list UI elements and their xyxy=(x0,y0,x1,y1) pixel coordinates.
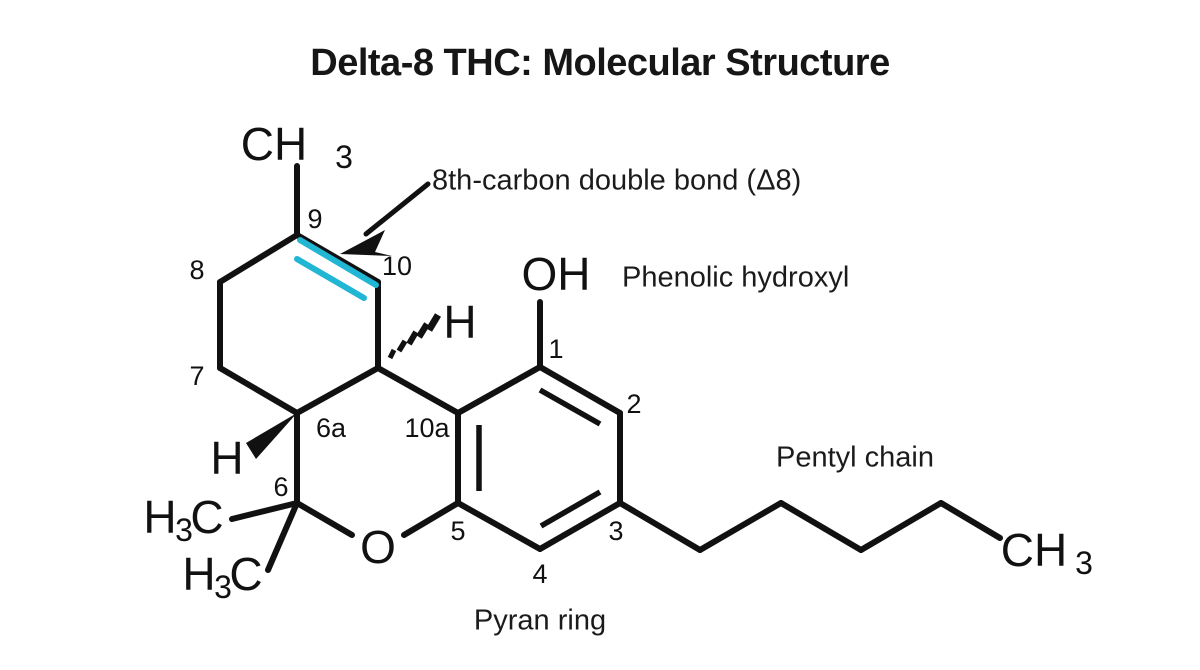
label-pentyl-terminal-subscript: 3 xyxy=(1075,545,1093,581)
annotation-pyran-ring: Pyran ring xyxy=(474,605,606,637)
gem-dimethyl-c6 xyxy=(229,500,300,573)
bond-c6-methyl-lower xyxy=(265,500,300,573)
locant-10a: 10a xyxy=(404,413,450,443)
bond-c4-c5 xyxy=(455,500,543,552)
page-title: Delta-8 THC: Molecular Structure xyxy=(310,42,890,84)
locant-5: 5 xyxy=(450,516,465,546)
annotation-pentyl-chain: Pentyl chain xyxy=(776,442,934,474)
locant-8: 8 xyxy=(189,255,204,285)
locant-4: 4 xyxy=(532,559,547,589)
bond-c10a-c1 xyxy=(455,364,543,416)
bond-c1-c2 xyxy=(537,364,623,416)
locant-3: 3 xyxy=(608,516,623,546)
label-gem-methyl-2-c: C xyxy=(229,548,262,600)
bond-oxygen-c5 xyxy=(401,500,461,538)
solid-wedge-h-6a xyxy=(246,413,297,459)
label-pentyl-terminal: CH xyxy=(1001,524,1067,576)
bond-pentyl-1 xyxy=(617,500,703,553)
locant-2: 2 xyxy=(626,389,641,419)
label-gem-methyl-1-h: H xyxy=(143,491,176,543)
locant-1: 1 xyxy=(548,334,563,364)
pentyl-chain xyxy=(617,500,1003,553)
pyran-ring xyxy=(294,365,461,538)
label-stereo-h-10a: H xyxy=(443,296,476,348)
delta8-annotation-arrow xyxy=(340,181,431,256)
bond-c6-oxygen xyxy=(294,500,355,538)
label-ring-oxygen: O xyxy=(360,521,396,573)
bond-c10a-junction xyxy=(375,365,461,416)
bond-pentyl-2 xyxy=(697,500,784,553)
locant-10: 10 xyxy=(382,251,412,281)
label-hydroxyl: OH xyxy=(522,248,591,300)
atom-text-labels: CH 3 OH H H H 3 C H 3 C O CH 3 xyxy=(143,118,1093,605)
label-stereo-h-6a: H xyxy=(210,432,243,484)
highlighted-double-bond-delta8 xyxy=(294,237,379,301)
locant-9: 9 xyxy=(307,204,322,234)
bond-c9-c8 xyxy=(217,232,300,285)
locant-6a: 6a xyxy=(316,413,347,443)
label-gem-methyl-2-h: H xyxy=(182,548,215,600)
label-gem-methyl-2-sub: 3 xyxy=(214,569,232,605)
locant-7: 7 xyxy=(189,361,204,391)
bond-c7-c6a xyxy=(217,365,300,416)
benzene-ring xyxy=(455,364,623,552)
locant-numbers: 1 2 3 4 5 6 6a 7 8 9 10 10a xyxy=(189,204,641,589)
aromatic-inner-1-2 xyxy=(538,387,602,427)
label-methyl-top-subscript: 3 xyxy=(335,139,353,175)
label-methyl-top: CH xyxy=(241,118,307,170)
cyclohexene-ring xyxy=(217,232,381,416)
label-gem-methyl-1-sub: 3 xyxy=(175,512,193,548)
annotation-texts: 8th-carbon double bond (Δ8) Phenolic hyd… xyxy=(432,165,934,637)
aromatic-inner-3-4 xyxy=(539,489,602,529)
annotation-phenolic-hydroxyl: Phenolic hydroxyl xyxy=(622,262,849,294)
locant-6: 6 xyxy=(273,472,288,502)
bond-c3-c4 xyxy=(537,500,623,552)
bond-pentyl-3 xyxy=(778,500,864,553)
hashed-wedge-h-10a xyxy=(387,313,442,360)
bond-pentyl-4 xyxy=(858,500,944,553)
bond-c6-methyl-upper xyxy=(229,500,300,522)
annotation-double-bond: 8th-carbon double bond (Δ8) xyxy=(432,165,801,197)
bond-c6a-c10a xyxy=(294,365,381,416)
label-gem-methyl-1-c: C xyxy=(190,491,223,543)
bond-pentyl-5 xyxy=(938,500,1003,541)
